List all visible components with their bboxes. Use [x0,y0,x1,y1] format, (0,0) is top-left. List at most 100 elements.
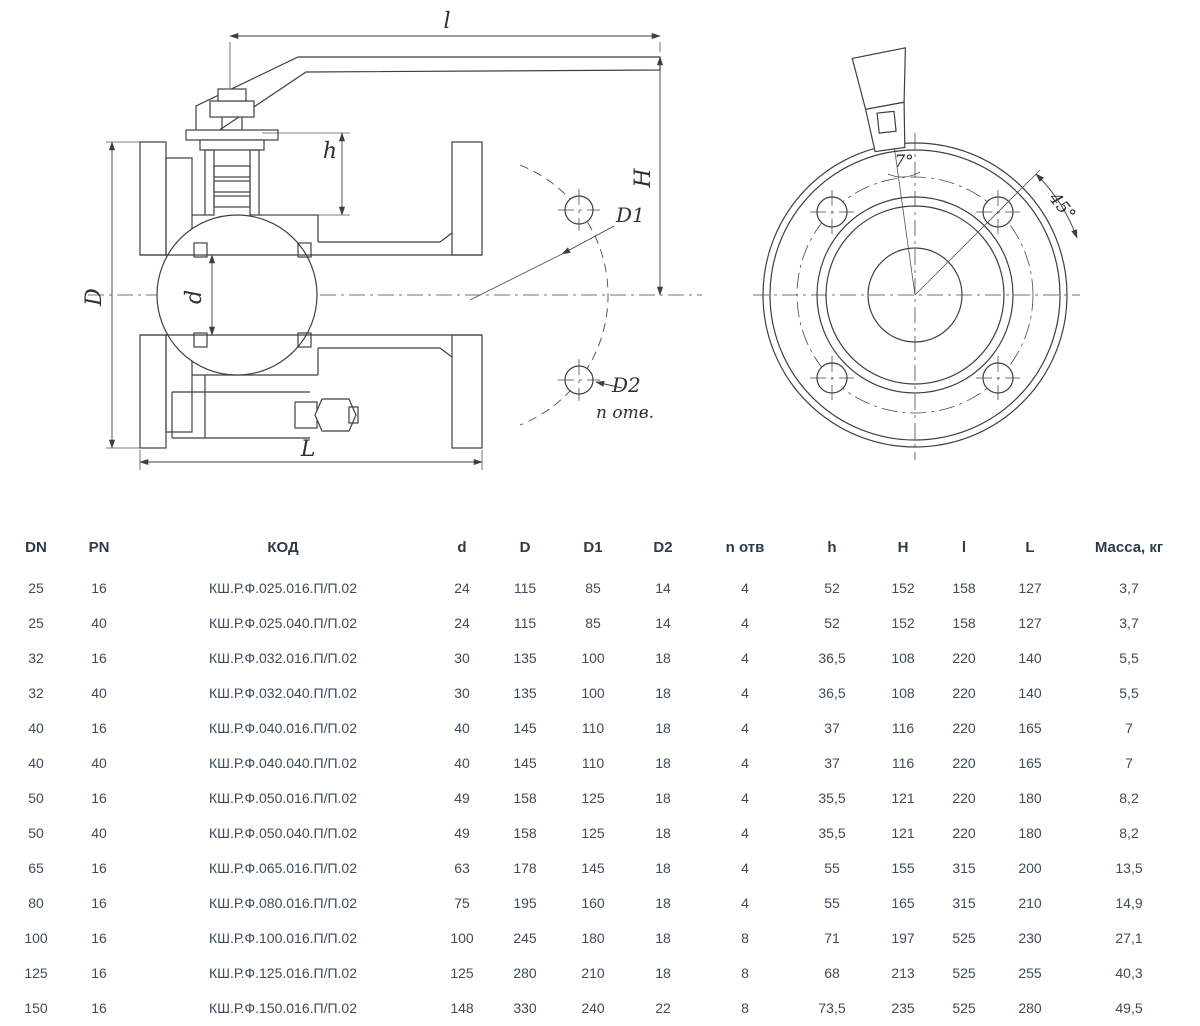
table-cell: КШ.Р.Ф.032.040.П/П.02 [209,684,357,701]
table-cell: 14 [655,579,671,596]
table-cell: 18 [655,964,671,981]
table-cell: 152 [891,614,915,631]
column-header: L [1025,539,1035,556]
table-cell: 4 [741,684,749,701]
table-cell: 165 [1018,719,1042,736]
table-cell: 14 [655,614,671,631]
table-cell: 16 [91,789,107,806]
dim-label-H: H [631,168,656,189]
table-cell: 30 [454,649,470,666]
table-cell: 25 [28,614,44,631]
table-cell: 18 [655,754,671,771]
table-cell: 18 [655,929,671,946]
table-cell: 135 [513,649,537,666]
angle-label-7: 7° [894,152,913,172]
table-cell: 73,5 [818,999,846,1016]
table-cell: 110 [581,754,605,771]
table-cell: 35,5 [818,789,846,806]
table-cell: 145 [513,754,537,771]
table-cell: 152 [891,579,915,596]
table-cell: 8,2 [1119,824,1139,841]
table-cell: 210 [1018,894,1042,911]
table-cell: 158 [952,579,976,596]
column-header: h [827,539,837,556]
valve-technical-drawing: l h H D d D1 D2 n отв. L [82,9,1080,470]
table-cell: 145 [581,859,605,876]
table-cell: 195 [513,894,537,911]
table-cell: 4 [741,789,749,806]
table-cell: 40 [91,684,107,701]
table-cell: КШ.Р.Ф.032.016.П/П.02 [209,649,357,666]
table-cell: 16 [91,859,107,876]
table-cell: 127 [1018,614,1042,631]
dim-label-l: l [443,9,450,34]
table-cell: 85 [585,614,601,631]
table-cell: 71 [824,929,840,946]
table-cell: 8 [741,999,749,1016]
table-cell: 25 [28,579,44,596]
table-cell: 40,3 [1115,964,1143,981]
table-cell: 220 [952,824,976,841]
table-cell: 280 [513,964,537,981]
table-cell: 155 [891,859,915,876]
dim-label-h: h [323,139,337,164]
table-cell: 37 [824,719,840,736]
table-cell: 220 [952,789,976,806]
table-cell: 18 [655,719,671,736]
table-cell: 135 [513,684,537,701]
table-cell: 65 [28,859,44,876]
table-cell: 8 [741,964,749,981]
table-cell: 50 [28,789,44,806]
table-cell: КШ.Р.Ф.025.040.П/П.02 [209,614,357,631]
table-cell: 220 [952,754,976,771]
side-view-geometry [88,56,702,449]
table-cell: 16 [91,999,107,1016]
dim-label-L: L [300,437,316,462]
table-cell: 16 [91,929,107,946]
table-cell: 18 [655,789,671,806]
table-cell: 127 [1018,579,1042,596]
column-header: l [961,539,967,556]
table-cell: 68 [824,964,840,981]
column-header: PN [88,539,110,556]
table-cell: 245 [513,929,537,946]
table-cell: 180 [1018,789,1042,806]
table-cell: 63 [454,859,470,876]
table-cell: 180 [1018,824,1042,841]
table-cell: 50 [28,824,44,841]
table-cell: 52 [824,579,840,596]
table-cell: КШ.Р.Ф.150.016.П/П.02 [209,999,357,1016]
table-cell: 197 [891,929,915,946]
table-cell: 100 [24,929,48,946]
front-view-geometry [753,47,1080,460]
table-cell: 3,7 [1119,614,1139,631]
table-cell: 35,5 [818,824,846,841]
side-view-dimensions [106,32,664,470]
table-cell: КШ.Р.Ф.040.016.П/П.02 [209,719,357,736]
table-cell: 40 [28,719,44,736]
dim-label-D1: D1 [615,203,645,227]
column-header: Масса, кг [1094,539,1164,556]
table-cell: 4 [741,614,749,631]
table-cell: 140 [1018,684,1042,701]
table-cell: КШ.Р.Ф.050.016.П/П.02 [209,789,357,806]
dim-label-D: D [82,288,107,307]
table-cell: 40 [454,754,470,771]
table-cell: 315 [952,894,976,911]
table-cell: 220 [952,684,976,701]
column-header: КОД [267,539,299,556]
table-cell: 18 [655,859,671,876]
table-cell: 145 [513,719,537,736]
column-header: DN [25,539,47,556]
table-cell: 49 [454,824,470,841]
table-cell: КШ.Р.Ф.080.016.П/П.02 [209,894,357,911]
table-cell: 255 [1018,964,1042,981]
